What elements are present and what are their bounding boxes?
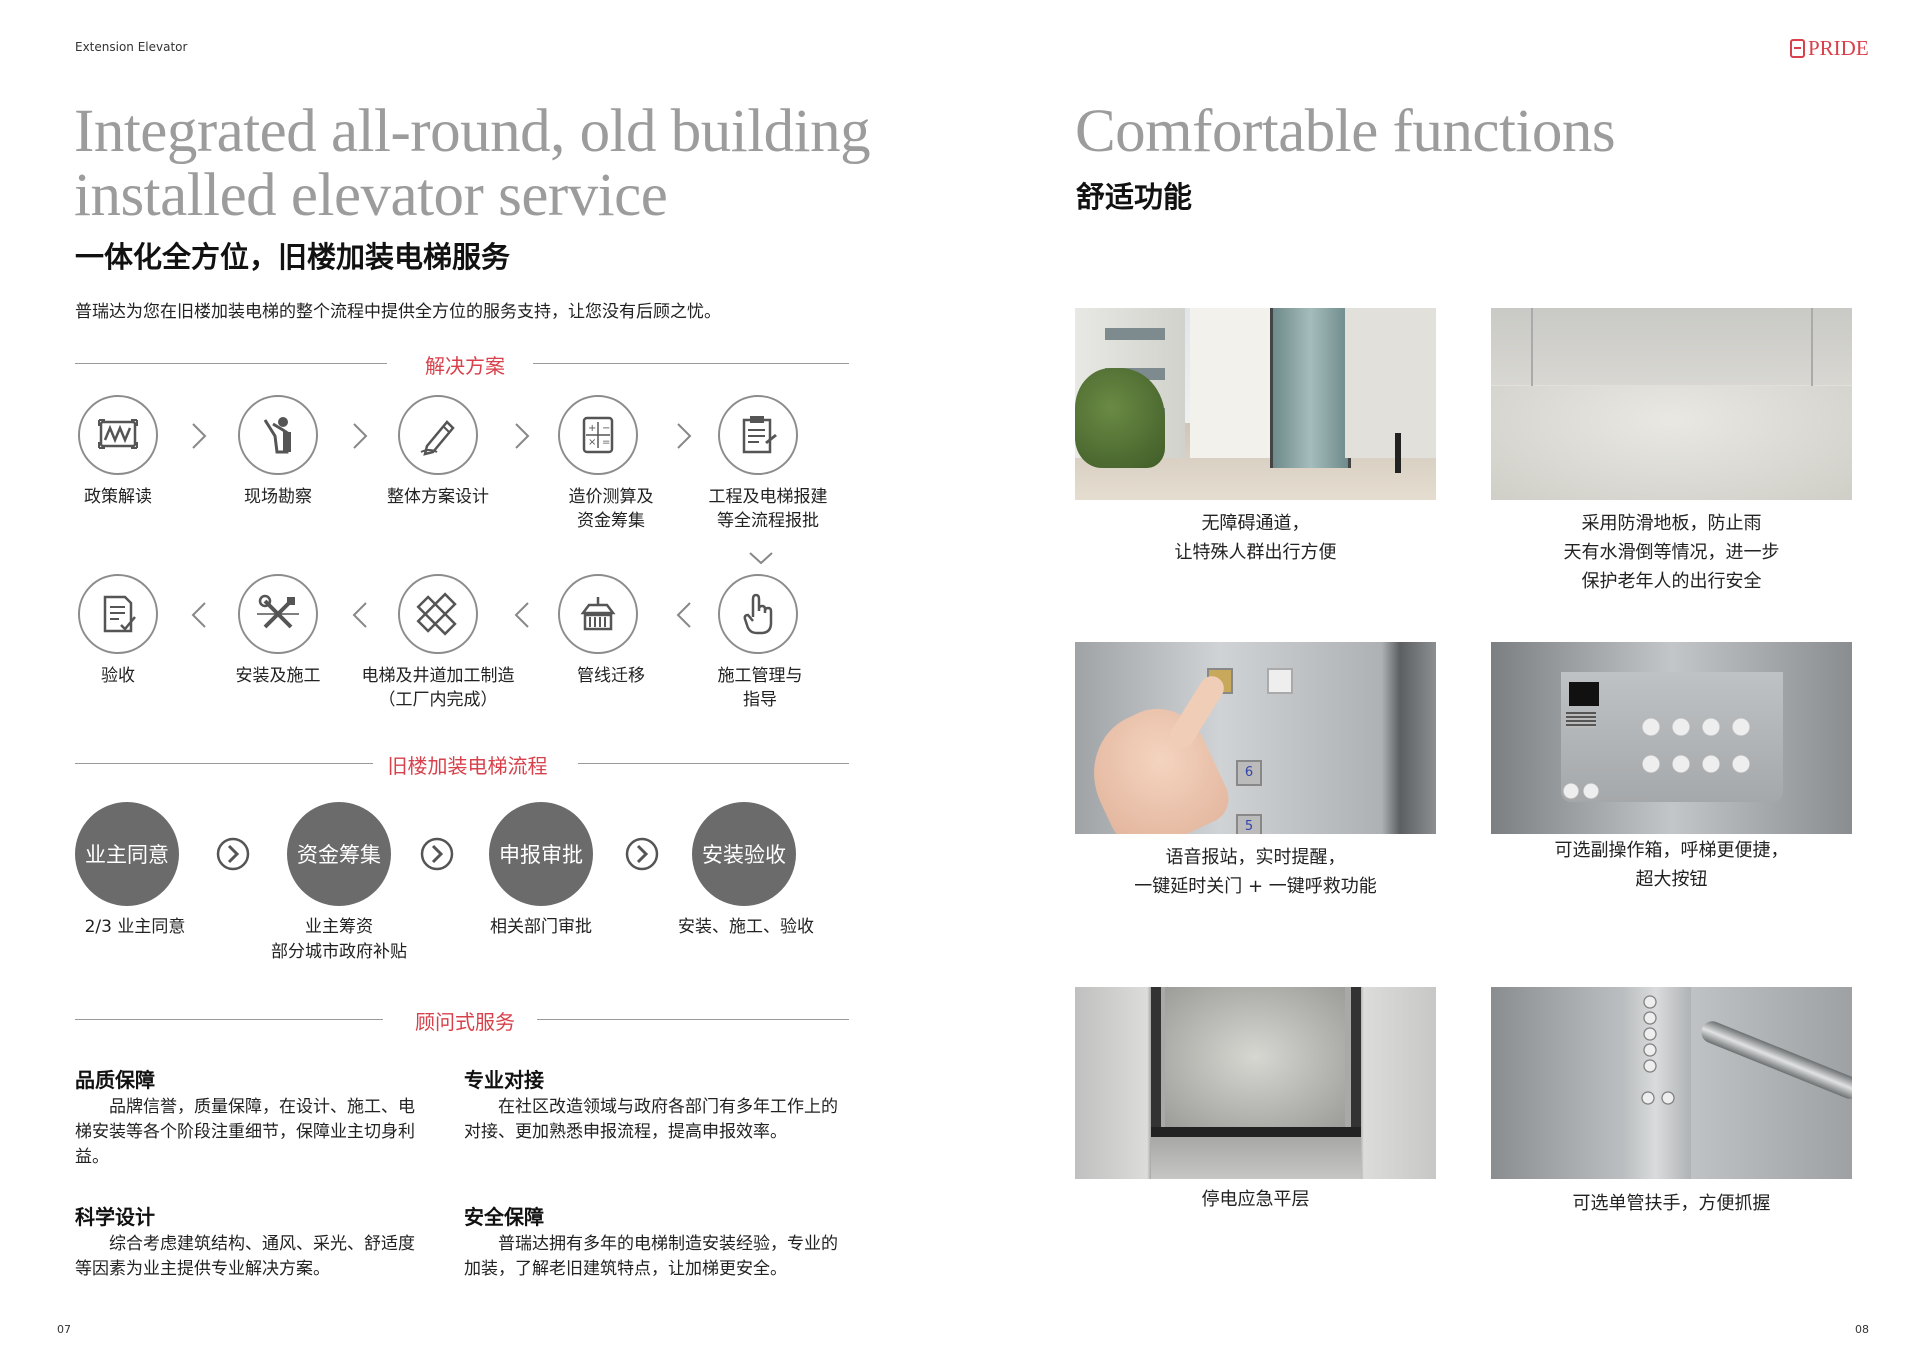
step-label: 电梯及井道加工制造 （工厂内完成） [361,666,515,710]
step-label: 安装及施工 [235,666,321,686]
consult-line-right [537,1019,849,1020]
ruler-pencil-icon [398,574,478,654]
pencil-design-icon [398,395,478,475]
flow-title: 旧楼加装电梯流程 [387,754,548,778]
flow-step-circle: 申报审批 [489,802,593,906]
photo-auxiliary-control-panel [1491,642,1852,834]
step-label: 工程及电梯报建 等全流程报批 [708,487,828,531]
step-label: 施工管理与 指导 [717,666,803,710]
page-number-right: 08 [1855,1323,1869,1336]
pipe-migration-icon [558,574,638,654]
service-text: 普瑞达拥有多年的电梯制造安装经验，专业的加装，了解老旧建筑特点，让加梯更安全。 [464,1234,838,1279]
flow-step-desc: 2/3 业主同意 [84,917,186,937]
chevron-right-icon [512,420,532,452]
tools-icon [238,574,318,654]
chevron-left-icon [512,599,532,631]
brand-name: PRIDE [1808,36,1869,60]
svg-text:−: − [602,423,610,434]
right-subtitle: 舒适功能 [1076,180,1193,214]
photo-anti-slip-floor [1491,308,1852,500]
service-title: 安全保障 [464,1205,544,1229]
solution-line-right [533,363,849,364]
left-title-line1: Integrated all-round, old building [74,98,871,165]
svg-text:+: + [588,423,596,434]
circle-arrow-right-icon [216,837,250,871]
service-title: 品质保障 [75,1068,155,1092]
flow-line-left [75,763,373,764]
consult-title: 顾问式服务 [415,1010,515,1034]
flow-step-desc: 安装、施工、验收 [678,917,814,937]
page-number-left: 07 [57,1323,71,1336]
brand-logo: PRIDE [1790,36,1869,61]
service-text: 在社区改造领域与政府各部门有多年工作上的对接、更加熟悉申报流程，提高申报效率。 [464,1097,838,1142]
policy-monitor-icon [78,395,158,475]
feature-caption: 语音报站，实时提醒， 一键延时关门 + 一键呼救功能 [1134,847,1377,897]
svg-text:=: = [602,437,610,448]
chevron-left-icon [674,599,694,631]
header-label: Extension Elevator [75,40,188,54]
step-label: 现场勘察 [244,487,312,507]
left-subtitle: 一体化全方位，旧楼加装电梯服务 [75,240,511,274]
chevron-right-icon [189,420,209,452]
service-text: 品牌信誉，质量保障，在设计、施工、电梯安装等各个阶段注重细节，保障业主切身利益。 [75,1097,415,1167]
chevron-down-icon [747,550,775,566]
intro-text: 普瑞达为您在旧楼加装电梯的整个流程中提供全方位的服务支持，让您没有后顾之忧。 [75,302,721,322]
chevron-left-icon [350,599,370,631]
document-check-icon [78,574,158,654]
feature-caption: 可选副操作箱，呼梯更便捷， 超大按钮 [1554,840,1789,890]
flow-step-circle: 安装验收 [692,802,796,906]
circle-arrow-right-icon [420,837,454,871]
brand-emblem-icon [1790,39,1805,58]
chevron-right-icon [350,420,370,452]
service-title: 科学设计 [75,1205,155,1229]
flow-step-desc: 业主筹资 部分城市政府补贴 [271,917,407,962]
flow-step-circle: 业主同意 [75,802,179,906]
photo-emergency-leveling [1075,987,1436,1179]
chevron-right-icon [674,420,694,452]
service-text: 综合考虑建筑结构、通风、采光、舒适度等因素为业主提供专业解决方案。 [75,1234,415,1279]
photo-barrier-free-building [1075,308,1436,500]
chevron-left-icon [189,599,209,631]
solution-title: 解决方案 [425,354,505,378]
photo-single-tube-handrail [1491,987,1852,1179]
feature-caption: 停电应急平层 [1201,1189,1310,1210]
step-label: 政策解读 [84,487,152,507]
feature-caption: 采用防滑地板，防止雨 天有水滑倒等情况，进一步 保护老年人的出行安全 [1563,513,1780,592]
calculator-icon: +−× = [558,395,638,475]
photo-voice-button-panel: 6 5 [1075,642,1436,834]
step-label: 整体方案设计 [387,487,489,507]
svg-text:×: × [588,437,596,448]
consult-line-left [75,1019,383,1020]
left-title-line2: installed elevator service [74,162,668,229]
hand-pointer-icon [718,574,798,654]
service-title: 专业对接 [464,1068,544,1092]
flow-step-circle: 资金筹集 [287,802,391,906]
clipboard-approval-icon [718,395,798,475]
survey-person-icon [238,395,318,475]
step-label: 验收 [101,666,135,686]
right-title: Comfortable functions [1075,98,1616,165]
step-label: 管线迁移 [577,666,645,686]
solution-line-left [75,363,387,364]
step-label: 造价测算及 资金筹集 [568,487,654,531]
flow-step-desc: 相关部门审批 [490,917,592,937]
feature-caption: 无障碍通道， 让特殊人群出行方便 [1174,513,1337,563]
circle-arrow-right-icon [625,837,659,871]
flow-line-right [578,763,849,764]
feature-caption: 可选单管扶手，方便抓握 [1572,1193,1771,1214]
